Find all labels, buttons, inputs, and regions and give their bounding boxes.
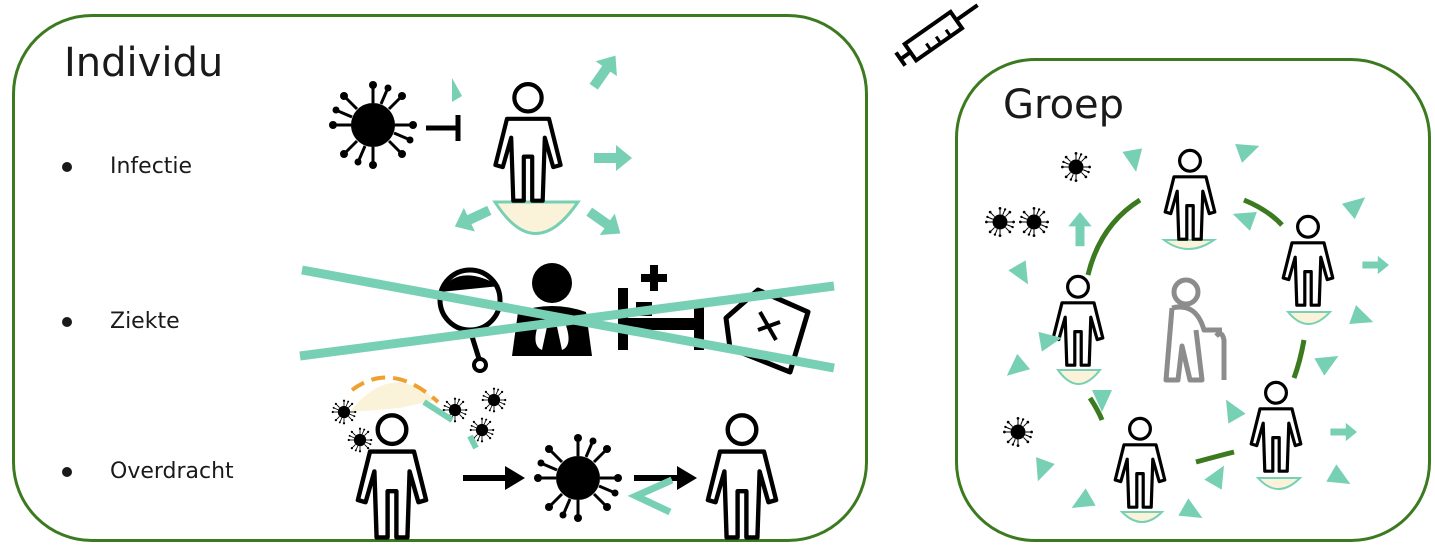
person-icon	[708, 415, 776, 537]
person-icon	[358, 415, 426, 537]
virus-icon	[534, 434, 622, 522]
syringe-icon	[895, 0, 983, 67]
shield-icon	[495, 202, 578, 234]
person-icon	[495, 84, 560, 201]
elderly-person-icon	[1166, 280, 1224, 380]
blocked-arrow-icon	[426, 115, 458, 141]
doctor-icon	[440, 270, 500, 371]
virus-icon	[329, 81, 417, 169]
virus-icon	[985, 152, 1091, 447]
shield-icon	[350, 378, 438, 413]
